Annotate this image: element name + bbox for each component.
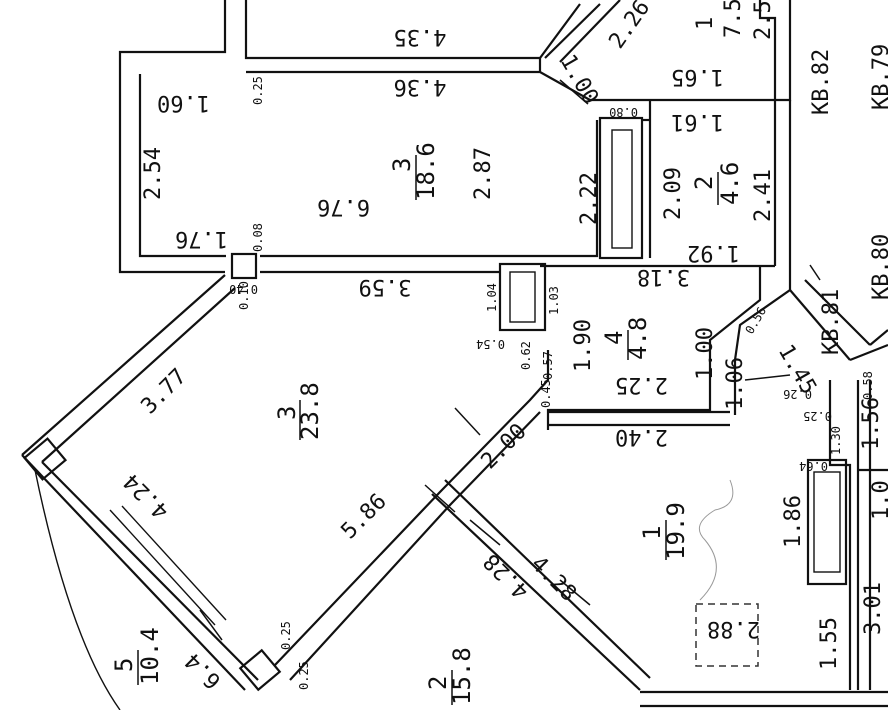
dim-0-62: 0.62 [519, 341, 533, 370]
dim-2-5-top: 2.5 [751, 0, 776, 40]
dim-6-76: 6.76 [317, 194, 370, 219]
dim-2-40: 2.40 [615, 424, 668, 449]
dim-1-0-right: 1.0 [869, 480, 888, 520]
dim-2-22: 2.22 [577, 172, 602, 225]
dim-5-86: 5.86 [337, 489, 392, 544]
dim-4-36: 4.36 [394, 74, 447, 99]
dim-0-54: 0.54 [476, 337, 505, 351]
apt-kv-80: KB.80 [869, 234, 888, 300]
dimension-marks [199, 79, 821, 641]
dim-1-03: 1.03 [547, 286, 561, 315]
top-right-number: 1 [693, 17, 718, 30]
dim-0-40: 0.40 [229, 282, 258, 296]
dim-1-56: 1.56 [859, 397, 884, 450]
apt-kv-79: KB.79 [869, 44, 888, 110]
dim-2-54: 2.54 [141, 147, 166, 200]
dim-2-88: 2.88 [707, 616, 760, 641]
room-2-top-area: 4.6 [716, 162, 744, 205]
room-1-number: 1 [638, 526, 666, 540]
dim-1-06: 1.06 [723, 357, 748, 410]
dim-2-41: 2.41 [751, 169, 776, 222]
dim-3-18: 3.18 [637, 264, 690, 289]
room-2-bottom-number: 2 [424, 676, 452, 690]
room-2-top-number: 2 [690, 176, 718, 190]
apt-kv-82: KB.82 [809, 49, 834, 115]
room-4-number: 4 [600, 331, 628, 345]
dim-0-25-bottom-b: 0.25 [297, 661, 311, 690]
dim-1-30: 1.30 [829, 426, 843, 455]
dim-1-76: 1.76 [175, 226, 228, 251]
fraction-lines [137, 155, 719, 705]
dim-3-77: 3.77 [137, 364, 192, 419]
dim-6-4-bottom: 6.4 [180, 648, 226, 694]
dim-2-09: 2.09 [661, 167, 686, 220]
dim-0-25-top: 0.25 [251, 76, 265, 105]
room-3-top-number: 3 [388, 158, 416, 172]
dim-0-64: 0.64 [799, 459, 828, 473]
dim-1-00-mid: 1.00 [693, 327, 718, 380]
dim-3-59: 3.59 [359, 274, 412, 299]
room-3-big-number: 3 [273, 406, 301, 420]
dim-0-25-bottom: 0.25 [279, 621, 293, 650]
dim-1-60: 1.60 [157, 90, 210, 115]
dim-0-08: 0.08 [251, 223, 265, 252]
room-5-number: 5 [110, 658, 138, 672]
room-5-area: 10.4 [136, 627, 164, 685]
dim-0-10: 0.10 [237, 281, 251, 310]
dim-4-35-top: 4.35 [394, 24, 447, 49]
dim-1-61: 1.61 [671, 109, 724, 134]
dim-4-28-a: 4.28 [526, 552, 581, 607]
dim-1-55: 1.55 [817, 617, 842, 670]
dim-1-86: 1.86 [781, 495, 806, 548]
dim-4-24: 4.24 [119, 468, 174, 523]
apt-kv-81: KB.81 [819, 289, 844, 355]
dim-3-01: 3.01 [861, 582, 886, 635]
dim-1-04: 1.04 [485, 283, 499, 312]
dim-2-87: 2.87 [471, 147, 496, 200]
dim-1-90: 1.90 [571, 319, 596, 372]
top-right-number-b: 7.5 [721, 0, 746, 38]
dim-1-00-diag: 1.00 [555, 51, 603, 109]
dim-0-57: 0.57 [541, 351, 555, 380]
dim-0-80: 0.80 [609, 105, 638, 119]
walls [21, 0, 888, 711]
dim-1-65: 1.65 [671, 64, 724, 89]
dim-0-45: 0.45 [539, 379, 553, 408]
dim-0-26: 0.26 [783, 387, 812, 401]
labels: 4.35 4.36 0.25 1.60 2.54 3 18.6 2.87 6.7… [110, 0, 888, 705]
dim-2-25: 2.25 [615, 372, 668, 397]
dim-1-92: 1.92 [687, 240, 740, 265]
dim-0-25-mid: 0.25 [803, 409, 832, 423]
dim-4-28-b: 4.28 [479, 548, 534, 603]
dim-0-58: 0.58 [861, 371, 875, 400]
pencil-mark [698, 479, 734, 601]
